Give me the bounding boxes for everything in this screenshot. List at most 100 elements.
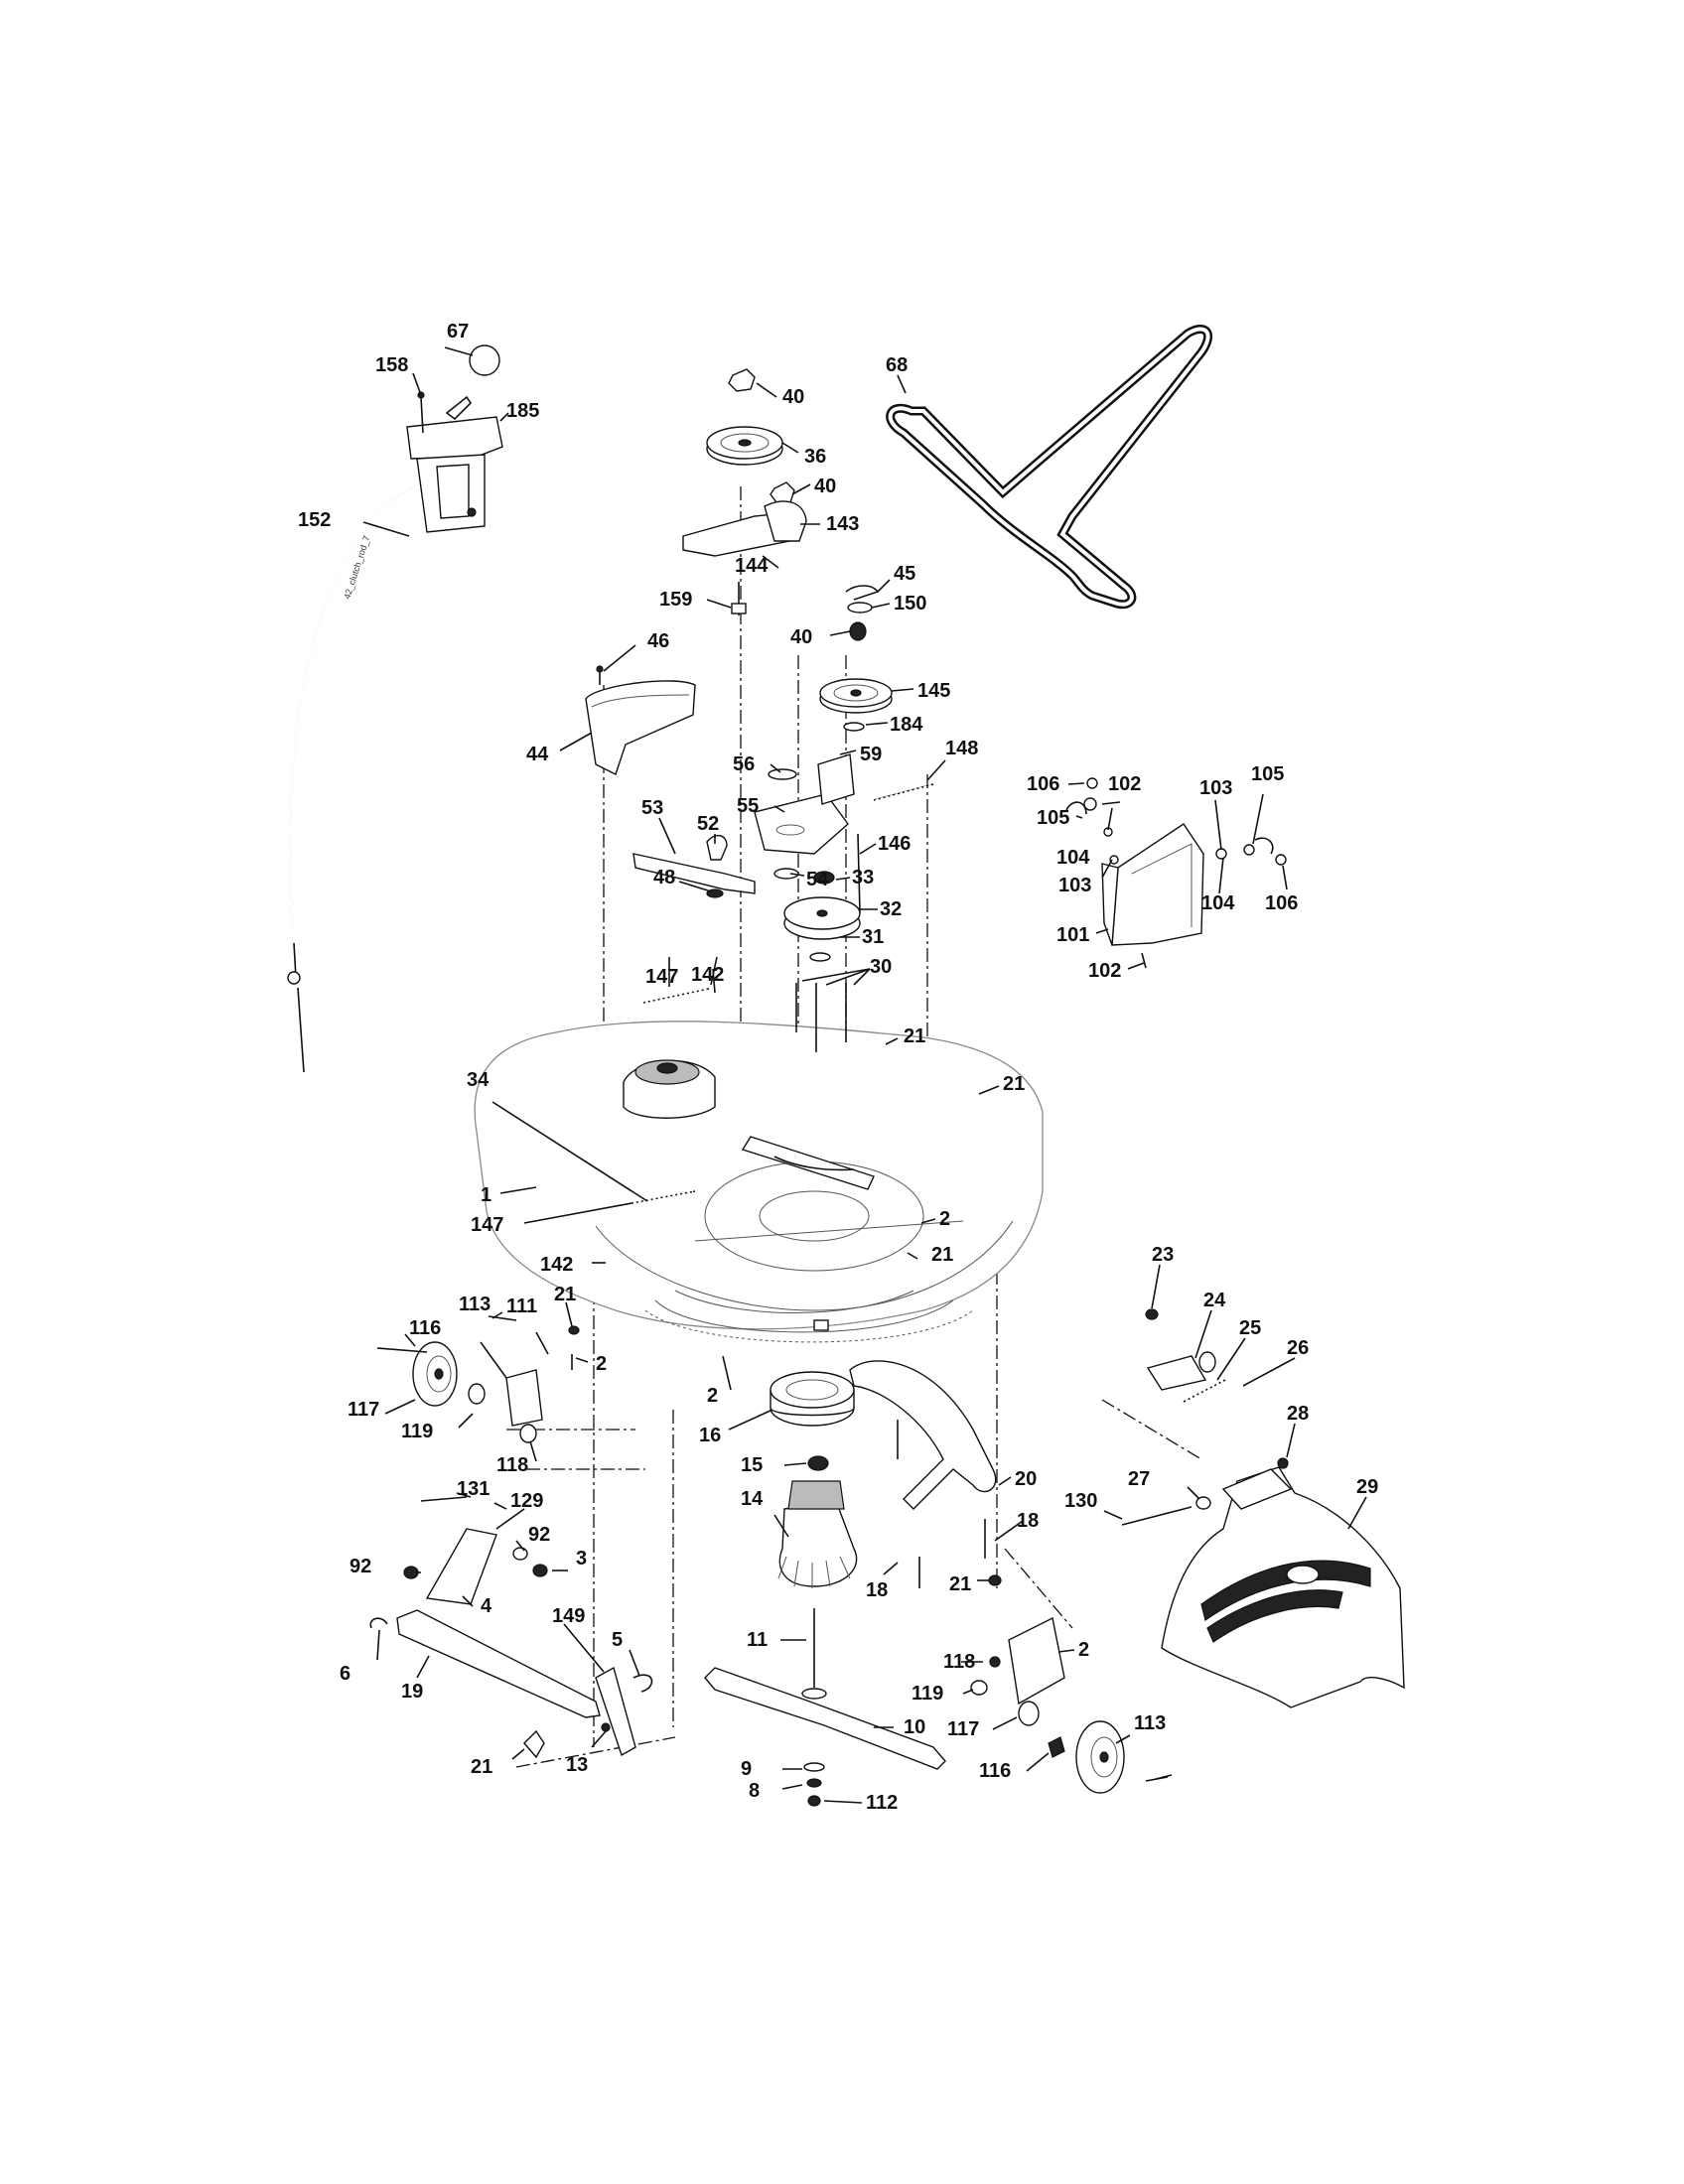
- left-gauge-wheel-group: [376, 1315, 580, 1443]
- callout-27: 29: [1356, 1476, 1378, 1498]
- callout-119-left: 119: [401, 1421, 433, 1442]
- callout-21-c: 21: [931, 1244, 953, 1266]
- callout-104-right: 104: [1201, 892, 1235, 914]
- callout-9: 8: [749, 1780, 760, 1802]
- callout-30: 30: [870, 956, 892, 978]
- callout-113-right: 116: [979, 1760, 1011, 1782]
- callout-29: 130: [1064, 1490, 1097, 1512]
- callout-147-bottom: 147: [471, 1214, 503, 1236]
- callout-106-right: 106: [1265, 892, 1298, 914]
- callout-2-a: 2: [939, 1208, 950, 1230]
- callout-10: 9: [741, 1758, 752, 1780]
- blade-spindle-group: [704, 1371, 946, 1807]
- callout-144: 144: [735, 555, 769, 577]
- callout-53: 53: [641, 797, 663, 819]
- callout-101: 101: [1056, 924, 1089, 946]
- callout-45: 45: [894, 563, 915, 585]
- callout-129: 92: [528, 1524, 550, 1546]
- callout-148: 148: [945, 738, 978, 759]
- callout-2-d: 118: [943, 1651, 975, 1673]
- leader-lines: [362, 346, 1367, 1804]
- callout-32: 32: [880, 898, 902, 920]
- callout-56: 56: [733, 753, 755, 775]
- belt-68: [886, 325, 1212, 610]
- callout-145: 145: [917, 680, 950, 702]
- callout-117-left: 117: [348, 1399, 379, 1421]
- callout-119-right: 117: [947, 1718, 979, 1740]
- callout-21-a: 21: [904, 1025, 925, 1047]
- callout-105-right: 105: [1251, 763, 1284, 785]
- callout-52: 52: [697, 813, 719, 835]
- left-linkage-group: [369, 1496, 653, 1759]
- callout-48: 48: [653, 867, 675, 888]
- callout-21-b: 21: [1003, 1073, 1025, 1095]
- callout-40-mid: 40: [814, 476, 836, 497]
- callout-40-right: 40: [790, 626, 812, 648]
- callout-18-left: 18: [866, 1579, 888, 1601]
- upper-idler-group: [682, 368, 807, 615]
- callout-23: 24: [1203, 1290, 1226, 1311]
- callout-55: 55: [737, 795, 759, 817]
- callout-46: 46: [647, 630, 669, 652]
- callout-102-top: 102: [1108, 773, 1141, 795]
- part-callouts: 67 158 185 152 40 36 40 143 144 159 68 4…: [298, 321, 1378, 1814]
- callout-16: 16: [699, 1425, 721, 1446]
- drive-pulley-group: [783, 871, 861, 1052]
- callout-26: 28: [1287, 1403, 1309, 1425]
- callout-131: 129: [510, 1490, 543, 1512]
- callout-118-right: 119: [912, 1683, 943, 1705]
- callout-21-g: 13: [566, 1754, 588, 1776]
- right-idler-group: [819, 585, 893, 732]
- discharge-shield-group: [1121, 1308, 1405, 1708]
- callout-106-left: 106: [1027, 773, 1059, 795]
- callout-185: 185: [506, 400, 539, 422]
- callout-113-left: 113: [459, 1294, 491, 1315]
- callout-152: 152: [298, 509, 331, 531]
- callout-14: 14: [741, 1488, 764, 1510]
- callout-1: 1: [481, 1184, 491, 1206]
- callout-2-b: 2: [596, 1353, 607, 1375]
- callout-130: 131: [457, 1478, 490, 1500]
- callout-24: 25: [1239, 1317, 1261, 1339]
- callout-147-top: 147: [645, 966, 678, 988]
- callout-143: 143: [826, 513, 859, 535]
- knob-67: [469, 344, 500, 376]
- callout-3: 4: [481, 1595, 492, 1617]
- callout-92-left: 92: [350, 1556, 371, 1577]
- callout-103-left: 103: [1058, 875, 1091, 896]
- callout-21-f-top: 23: [1152, 1244, 1174, 1266]
- callout-33: 33: [852, 867, 874, 888]
- callout-11: 10: [904, 1716, 925, 1738]
- callout-15: 15: [741, 1454, 763, 1476]
- callout-103-top: 103: [1199, 777, 1232, 799]
- callout-8: 112: [866, 1792, 898, 1814]
- callout-158: 158: [375, 354, 408, 376]
- callout-21-e: 21: [949, 1573, 971, 1595]
- callout-31: 31: [862, 926, 884, 948]
- callout-146: 146: [878, 833, 911, 855]
- callout-142-top: 142: [691, 964, 724, 986]
- callout-28: 27: [1128, 1468, 1150, 1490]
- deflector-101: [1065, 777, 1287, 969]
- right-gauge-wheel-group: [970, 1680, 1169, 1794]
- callout-92-right: 3: [576, 1548, 587, 1570]
- callout-142-bottom: 142: [540, 1254, 573, 1276]
- mower-deck: [474, 1021, 1044, 1343]
- callout-112: 2: [1078, 1639, 1089, 1661]
- callout-149: 5: [612, 1629, 623, 1651]
- callout-104-left: 104: [1056, 847, 1090, 869]
- callout-184: 184: [890, 714, 923, 736]
- callout-54: 54: [806, 869, 829, 890]
- callout-116-left: 116: [409, 1317, 441, 1339]
- clutch-assembly: 42_clutch_rod_7: [287, 344, 503, 1073]
- callout-21-d: 21: [554, 1284, 576, 1305]
- callout-67: 67: [447, 321, 469, 342]
- callout-18-right: 18: [1017, 1510, 1039, 1532]
- callout-6: 19: [401, 1681, 423, 1703]
- callout-40-top: 40: [782, 386, 804, 408]
- callout-150: 150: [894, 593, 926, 614]
- callout-105-left: 105: [1037, 807, 1069, 829]
- callout-159: 159: [659, 589, 692, 611]
- callout-5: 6: [340, 1663, 351, 1685]
